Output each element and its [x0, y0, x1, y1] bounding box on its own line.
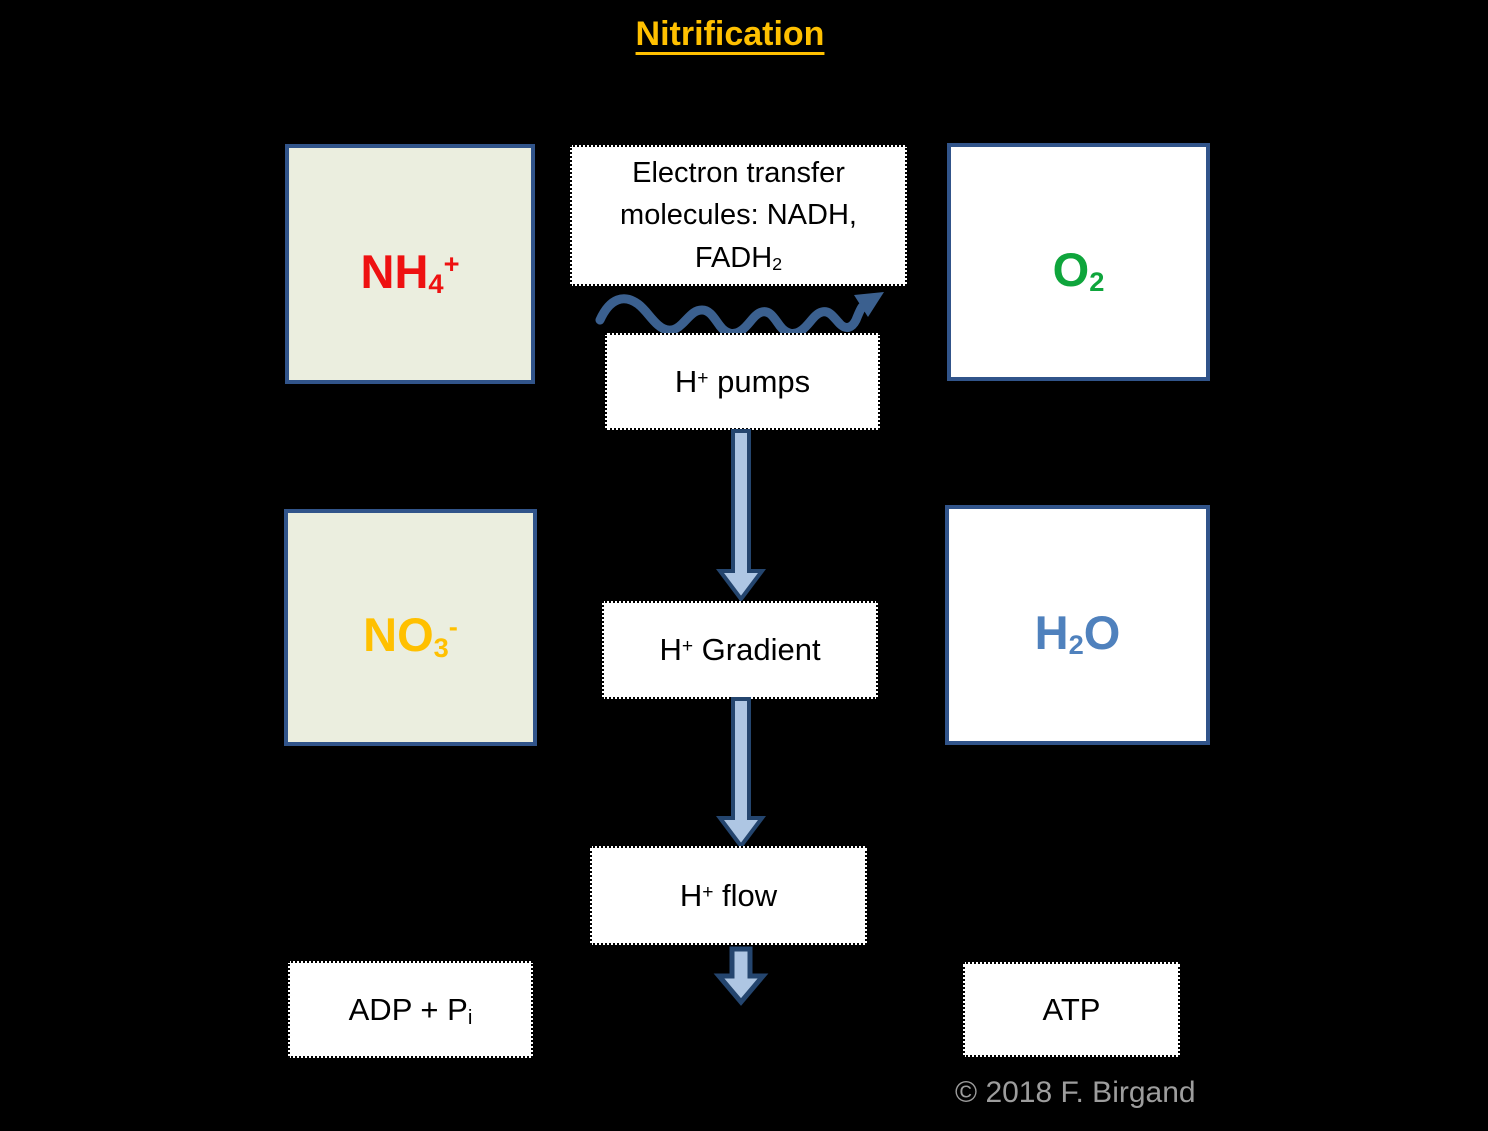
electron-line-1: Electron transfer: [632, 157, 845, 190]
no3-label: NO3-: [363, 593, 458, 663]
h-pumps-rest: pumps: [708, 363, 811, 399]
nh4-box: NH4+: [285, 144, 535, 384]
h2o-label: H2O: [1034, 591, 1121, 661]
no3-box: NO3-: [284, 509, 537, 746]
h-flow-label: H+ flow: [680, 878, 777, 914]
down-arrow-shape-3: [713, 946, 769, 1006]
nh4-label: NH4+: [360, 230, 460, 300]
adp-pi-label: ADP + Pi: [348, 991, 473, 1030]
electron-line-3: FADH2: [695, 237, 782, 279]
h2o-base: H: [1034, 605, 1069, 659]
h-flow-superscript: +: [702, 881, 714, 903]
h-gradient-superscript: +: [681, 636, 694, 658]
nh4-superscript: +: [443, 247, 460, 279]
h-gradient-label: H+ Gradient: [659, 632, 820, 668]
down-arrow-shape-1: [716, 429, 766, 603]
wavy-arrow-line: [595, 294, 867, 338]
diagram-title: Nitrification: [635, 15, 825, 53]
down-arrow-icon-1: [716, 429, 766, 603]
o2-base: O: [1052, 242, 1090, 296]
adp-subscript: i: [467, 1006, 473, 1029]
h-pumps-label: H+ pumps: [675, 364, 810, 400]
adp-pi-box: ADP + Pi: [288, 961, 533, 1058]
h-flow-base: H: [679, 877, 703, 913]
no3-base: NO: [363, 608, 434, 661]
wavy-arrowhead: [854, 292, 884, 317]
h-gradient-rest: Gradient: [693, 632, 821, 667]
h-pumps-superscript: +: [697, 367, 709, 389]
electron-transfer-box: Electron transfer molecules: NADH, FADH2: [570, 145, 907, 286]
h-gradient-box: H+ Gradient: [602, 601, 878, 699]
nh4-subscript: 4: [428, 268, 444, 300]
h2o-box: H2O: [945, 505, 1210, 745]
o2-box: O2: [947, 143, 1210, 381]
no3-superscript: -: [448, 611, 458, 643]
down-arrow-shape-2: [716, 697, 766, 850]
h-pumps-box: H+ pumps: [605, 333, 880, 430]
h2o-base2: O: [1083, 605, 1121, 659]
h-flow-box: H+ flow: [590, 846, 867, 945]
electron-line-2: molecules: NADH,: [620, 199, 857, 232]
adp-base: ADP + P: [348, 991, 468, 1027]
copyright-text: © 2018 F. Birgand: [955, 1076, 1196, 1109]
wavy-arrow-icon: [595, 292, 884, 338]
o2-subscript: 2: [1089, 266, 1105, 298]
atp-label: ATP: [1042, 991, 1101, 1027]
down-arrow-icon-3: [713, 946, 769, 1006]
down-arrow-icon-2: [716, 697, 766, 850]
atp-box: ATP: [963, 962, 1180, 1057]
h-pumps-base: H: [674, 363, 698, 399]
h-flow-rest: flow: [713, 877, 778, 913]
h-gradient-base: H: [659, 632, 682, 667]
fadh-subscript: 2: [772, 254, 783, 275]
o2-label: O2: [1052, 228, 1105, 298]
nh4-base: NH: [360, 244, 429, 298]
fadh-base: FADH: [694, 241, 773, 274]
h2o-subscript: 2: [1068, 629, 1084, 661]
no3-subscript: 3: [433, 631, 449, 663]
